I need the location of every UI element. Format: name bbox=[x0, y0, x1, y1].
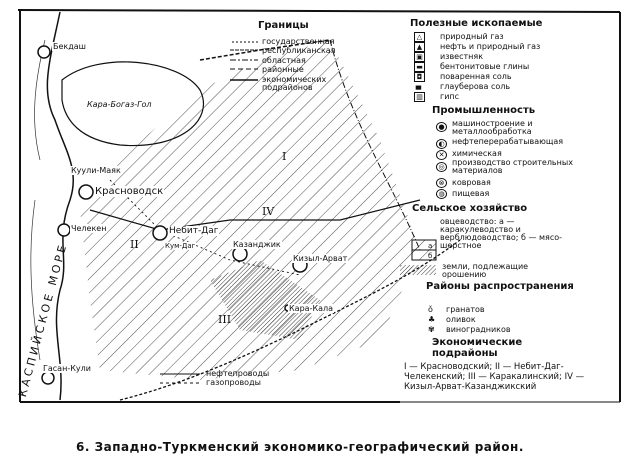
coastline bbox=[46, 11, 74, 401]
city-kazandzhik: Казанджик bbox=[232, 240, 282, 249]
legend-item: виноградников bbox=[446, 325, 511, 334]
legend-item: природный газ bbox=[440, 32, 504, 41]
legend-item: нефть и природный газ bbox=[440, 42, 541, 51]
pipeline-oil-label: нефтепроводы bbox=[206, 369, 270, 378]
limestone-icon: ▣ bbox=[414, 52, 425, 62]
city-bekdash: Бекдаш bbox=[52, 42, 87, 51]
legend-item: земли, подлежащие орошению bbox=[442, 262, 529, 279]
city-krasnovodsk: Красноводск bbox=[94, 186, 165, 197]
legend-item: машиностроение и металлообработка bbox=[452, 119, 533, 136]
natural-gas-icon: △ bbox=[414, 32, 425, 42]
city-gasan-kuli: Гасан-Кули bbox=[42, 364, 92, 373]
construction-materials-icon: ◎ bbox=[436, 162, 447, 172]
city-cheleken: Челекен bbox=[70, 224, 108, 233]
legend-item: оливок bbox=[446, 315, 476, 324]
legend-item: производство строительных материалов bbox=[452, 158, 573, 175]
refinery-icon: ◐ bbox=[436, 139, 447, 149]
legend-item: известняк bbox=[440, 52, 484, 61]
legend-item: химическая bbox=[452, 149, 502, 158]
city-kara-bogaz-gol: Кара-Богаз-Гол bbox=[86, 100, 153, 109]
food-icon: ◍ bbox=[436, 189, 447, 199]
legend-item: бентонитовые глины bbox=[440, 62, 530, 71]
subregion-numeral: I bbox=[282, 150, 287, 163]
map-caption: 6. Западно-Туркменский экономико-географ… bbox=[76, 440, 524, 454]
salt-icon: ◘ bbox=[414, 72, 425, 82]
legend-agriculture-title: Сельское хозяйство bbox=[412, 203, 528, 214]
legend-item: поваренная соль bbox=[440, 72, 512, 81]
gypsum-icon: ▥ bbox=[414, 92, 425, 102]
city-kara-kala: Кара-Кала bbox=[288, 304, 335, 313]
legend-item: глауберова соль bbox=[440, 82, 511, 91]
glauber-salt-icon: ▄ bbox=[415, 82, 422, 90]
subregion-numeral: II bbox=[130, 238, 139, 251]
oil-gas-icon: ▲ bbox=[414, 42, 425, 52]
legend-minerals-title: Полезные ископаемые bbox=[410, 18, 543, 29]
legend-label-b: б bbox=[428, 252, 433, 260]
carpet-icon: ⊗ bbox=[436, 178, 447, 188]
legend-item: пищевая bbox=[452, 189, 490, 198]
subregion-numeral: IV bbox=[262, 205, 275, 218]
legend-item: нефтеперерабатывающая bbox=[452, 137, 564, 146]
city-kum-dag: Кум-Даг bbox=[164, 242, 197, 250]
olive-icon: ♣ bbox=[428, 315, 436, 324]
city-kizyl-arvat: Кизыл-Арват bbox=[292, 254, 349, 263]
pomegranate-icon: ǒ bbox=[428, 305, 433, 314]
legend-item: ковровая bbox=[452, 178, 491, 187]
legend-subregions-title: Экономические подрайоны bbox=[432, 337, 523, 359]
legend-borders-title: Границы bbox=[258, 20, 309, 31]
legend-item: государственная bbox=[262, 37, 335, 46]
legend-item: гранатов bbox=[446, 305, 485, 314]
legend-item: районные bbox=[262, 65, 304, 74]
legend-subregions-text: I — Красноводский; II — Небит-Даг-Челеке… bbox=[404, 362, 585, 392]
machinery-icon: ● bbox=[436, 122, 447, 132]
city-kuuli-mayak: Куули-Маяк bbox=[70, 166, 122, 175]
city-nebit-dag: Небит-Даг bbox=[168, 226, 220, 236]
pipeline-gas-label: газопроводы bbox=[206, 378, 261, 387]
legend-distribution-title: Районы распространения bbox=[426, 281, 574, 292]
legend-item: экономических подрайонов bbox=[262, 75, 327, 92]
legend-item: овцеводство: а — каракулеводство и вербл… bbox=[440, 217, 563, 250]
subregion-numeral: III bbox=[218, 313, 232, 326]
vineyard-icon: ✾ bbox=[428, 325, 435, 334]
chemical-icon: ✕ bbox=[436, 150, 447, 160]
legend-item: республиканская bbox=[262, 46, 336, 55]
bentonite-icon: ▬ bbox=[414, 62, 425, 72]
legend-item: гипс bbox=[440, 92, 460, 101]
legend-item: областная bbox=[262, 56, 306, 65]
legend-industry-title: Промышленность bbox=[432, 105, 536, 116]
legend-label-a: а bbox=[428, 242, 433, 250]
